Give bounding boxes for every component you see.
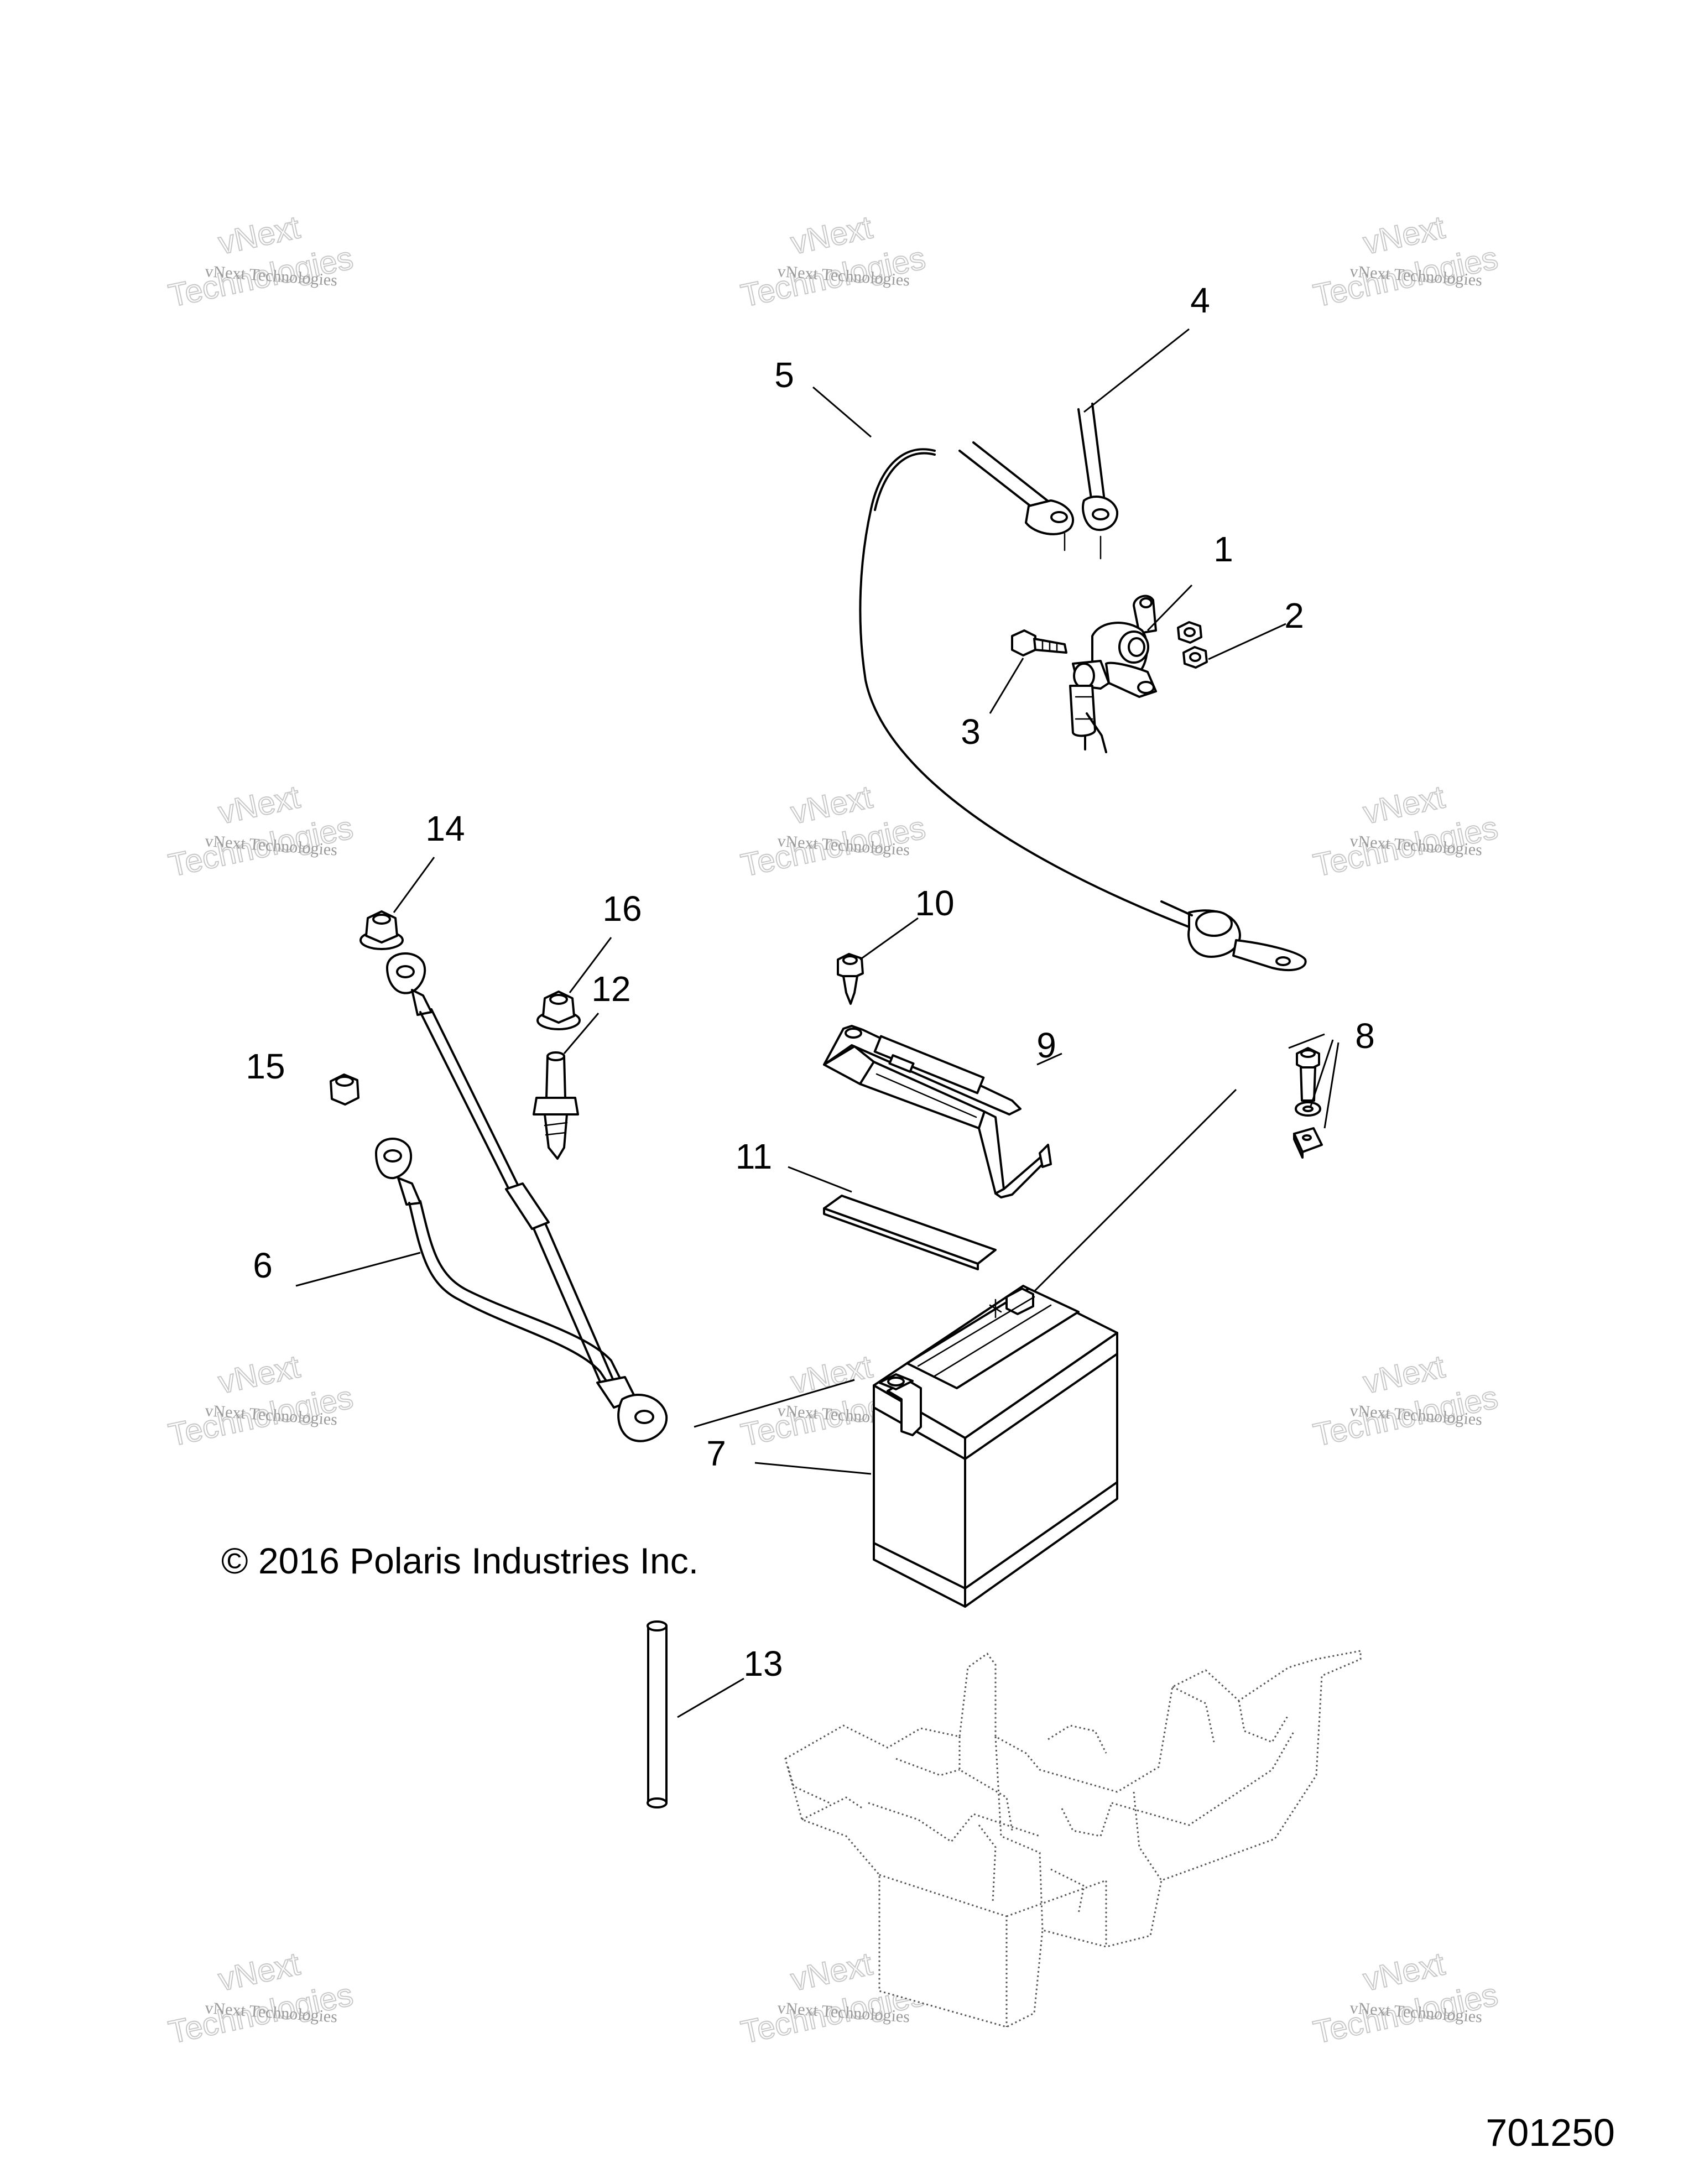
leader-lines — [295, 328, 1340, 1718]
part-16-flange-nut — [536, 991, 581, 1030]
callout-13: 13 — [743, 1644, 783, 1683]
part-13-vent-tube — [647, 1620, 668, 1808]
callout-5: 5 — [774, 355, 794, 395]
part-9-hold-down-bracket — [823, 1025, 1052, 1198]
callout-15: 15 — [246, 1046, 285, 1086]
callout-9: 9 — [1036, 1025, 1056, 1065]
callout-2: 2 — [1284, 596, 1304, 635]
part-12-stud — [533, 1051, 579, 1160]
part-cable-strap — [386, 952, 617, 1389]
callout-7: 7 — [706, 1434, 726, 1473]
part-4-cable — [958, 403, 1119, 560]
callout-1: 1 — [1213, 529, 1233, 569]
part-5-battery-cable — [859, 448, 1307, 972]
part-2-nuts — [1177, 621, 1208, 669]
part-3-bolt — [1011, 629, 1067, 656]
callout-8: 8 — [1355, 1016, 1375, 1056]
part-7-battery — [873, 1285, 1118, 1608]
diagram-reference-number: 701250 — [1486, 2111, 1615, 2154]
part-15-hex-nut — [330, 1073, 359, 1106]
callout-14: 14 — [425, 809, 465, 848]
callout-4: 4 — [1190, 280, 1210, 320]
callout-labels: 1 2 3 4 5 6 7 8 9 10 11 12 13 14 15 16 — [246, 280, 1374, 1683]
callout-16: 16 — [602, 889, 642, 929]
callout-6: 6 — [253, 1245, 273, 1285]
callout-11: 11 — [736, 1137, 772, 1176]
part-8-bolt-washer-nut — [1293, 1047, 1323, 1159]
copyright-notice: © 2016 Polaris Industries Inc. — [221, 1540, 699, 1581]
part-1-solenoid — [1069, 595, 1157, 753]
callout-3: 3 — [961, 712, 981, 752]
callout-12: 12 — [591, 969, 630, 1009]
part-14-flange-nut — [359, 910, 404, 950]
part-11-pad — [823, 1195, 997, 1270]
callout-10: 10 — [915, 883, 954, 923]
part-6-cable — [375, 1138, 668, 1442]
battery-box-tray — [784, 1650, 1362, 2028]
part-10-screw — [837, 953, 864, 1005]
